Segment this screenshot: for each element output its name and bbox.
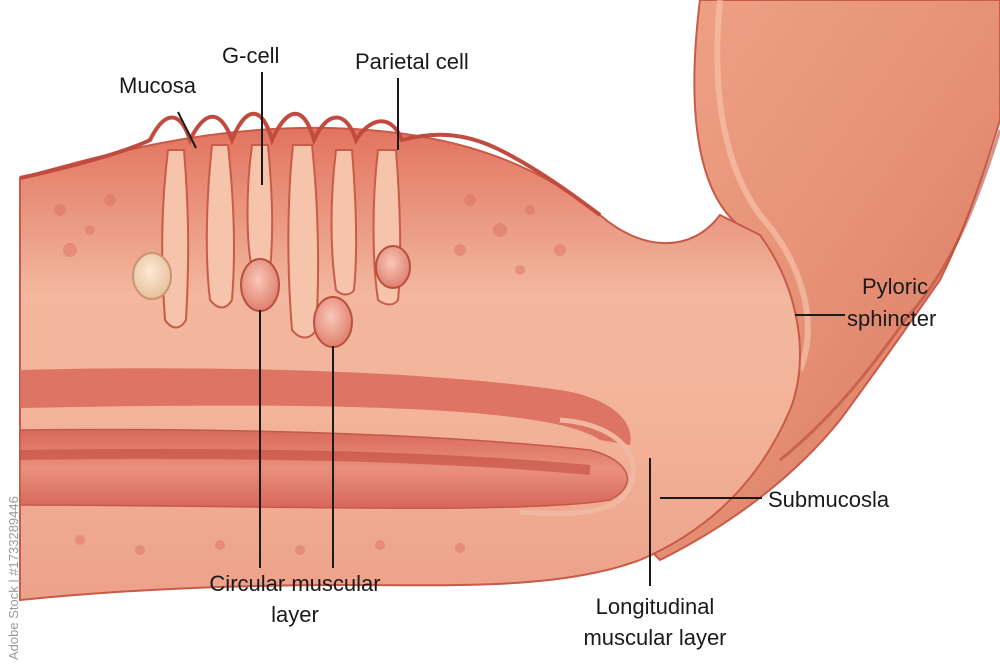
- pale-cell: [133, 253, 171, 299]
- label-submucosa: Submucosla: [768, 487, 889, 513]
- stock-watermark: Adobe Stock | #1733289446: [6, 420, 36, 660]
- label-circular-line1: Circular muscular: [170, 571, 420, 597]
- stomach-wall-section: [20, 128, 800, 600]
- parietal-cell-body: [376, 246, 410, 288]
- label-pyloric-sphincter-line1: Pyloric: [862, 274, 928, 300]
- g-cell-body: [241, 259, 279, 311]
- circular-cell-body: [314, 297, 352, 347]
- label-longitudinal-line2: muscular layer: [530, 625, 780, 651]
- watermark-text: Adobe Stock | #1733289446: [6, 496, 21, 660]
- label-longitudinal-line1: Longitudinal: [530, 594, 780, 620]
- label-mucosa: Mucosa: [119, 73, 196, 99]
- label-circular-line2: layer: [170, 602, 420, 628]
- label-g-cell: G-cell: [222, 43, 279, 69]
- label-pyloric-sphincter-line2: sphincter: [847, 306, 936, 332]
- label-parietal-cell: Parietal cell: [355, 49, 469, 75]
